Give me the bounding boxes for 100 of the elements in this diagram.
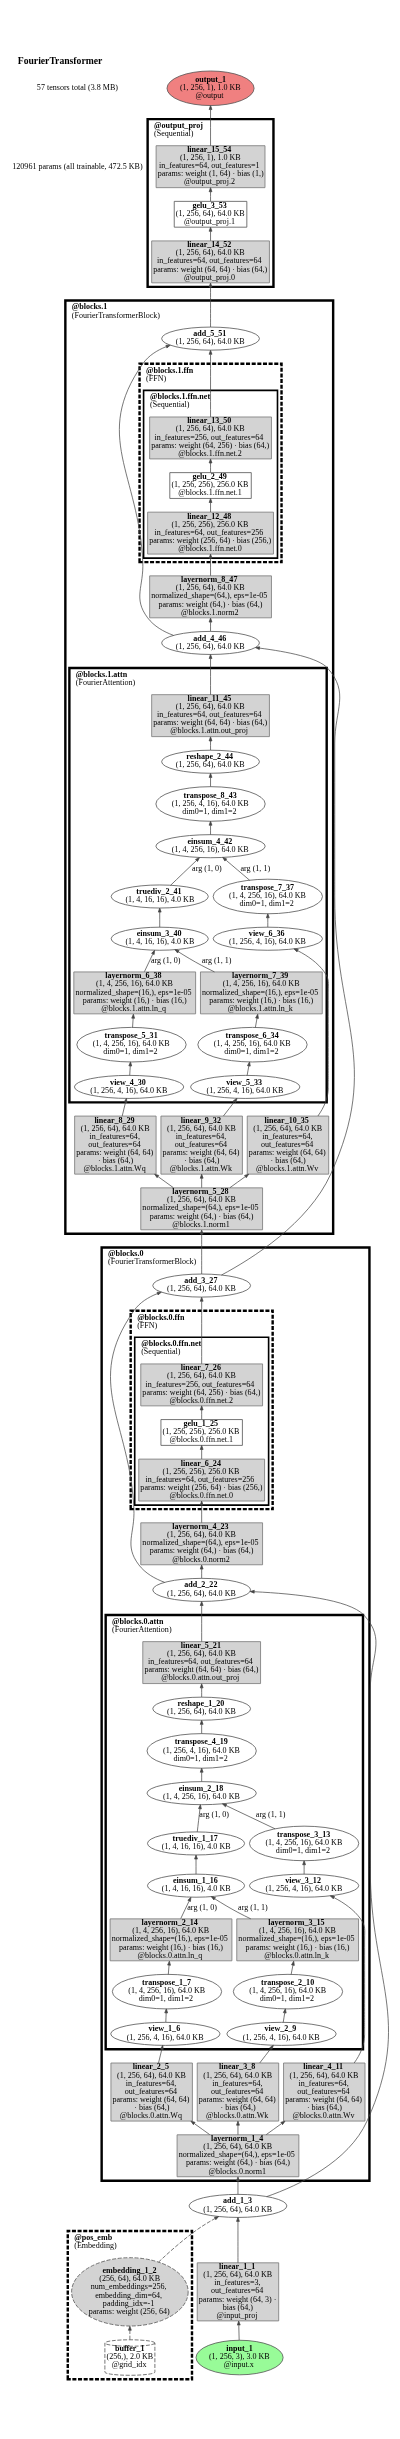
arrow <box>266 912 270 928</box>
node-box: linear_8_29 (1, 256, 64), 64.0 KB in_features=64, out_features=64 params: weight (64, 64) · bias (64,) @blocks.1.attn.Wq <box>74 1115 157 1175</box>
node-ellipse: transpose_4_19 (1, 256, 4, 16), 64.0 KB dim0=1, dim1=2 <box>146 1732 257 1769</box>
arrow <box>210 1895 252 1919</box>
node-ellipse: view_2_9 (1, 256, 4, 16), 64.0 KB <box>226 2021 337 2046</box>
arrow <box>119 344 174 636</box>
node-ellipse: transpose_2_10 (1, 4, 256, 16), 64.0 KB dim0=1, dim1=2 <box>232 1973 344 2009</box>
node-ellipse: truediv_2_41 (1, 4, 16, 16), 4.0 KB <box>110 884 209 908</box>
arrow <box>157 907 162 928</box>
arrow <box>236 2176 240 2195</box>
node-box: linear_15_54 (1, 256, 1), 1.0 KB in_features=64, out_features=1 params: weight (1, 64) · bias (1,) @output_proj.2 <box>155 144 266 188</box>
arrow <box>246 1061 251 1076</box>
arrow <box>199 1173 204 1188</box>
node-ellipse: view_1_6 (1, 256, 4, 16), 64.0 KB <box>110 2021 221 2046</box>
node-box: linear_11_45 (1, 256, 64), 64.0 KB in_features=64, out_features=64 params: weight (64, 64) · bias (64,) @blocks.1.attn.out_proj <box>151 693 270 737</box>
node-box: linear_7_26 (1, 256, 64), 64.0 KB in_features=256, out_features=64 params: weight (64, 256) · bias (64,) @blocks.0.ffn.net.2 <box>140 1363 263 1406</box>
arrow <box>167 1960 171 1975</box>
node-ellipse: truediv_1_17 (1, 4, 16, 16), 4.0 KB <box>147 1831 245 1855</box>
node-ellipse: input_1 (1, 256, 3), 3.0 KB @input.x <box>195 2339 284 2375</box>
node-box: layernorm_1_4 (1, 256, 64), 64.0 KB normalized_shape=(64,), eps=1e-05 params: weight (64,) · bias (64,) @blocks.0.norm1 <box>176 2133 300 2177</box>
node-box: linear_9_32 (1, 256, 64), 64.0 KB in_features=64, out_features=64 params: weight (64, 64) · bias (64,) @blocks.1.attn.Wk <box>160 1115 243 1175</box>
arrow <box>208 282 213 327</box>
arrow <box>236 2216 240 2263</box>
edge-label: arg (1, 1) <box>255 1809 286 1819</box>
arrow <box>208 617 213 632</box>
edge-label: arg (1, 1) <box>238 1902 268 1912</box>
node-box: linear_5_21 (1, 256, 64), 64.0 KB in_features=64, out_features=64 params: weight (64, 64) · bias (64,) @blocks.0.attn.out_proj <box>142 1640 261 1684</box>
diagram-title: FourierTransformer <box>17 54 103 66</box>
arrow <box>208 772 213 787</box>
arrow <box>208 349 213 417</box>
arrow <box>265 2120 286 2135</box>
arrow <box>131 1013 135 1028</box>
arrow <box>208 104 213 146</box>
node-box: layernorm_7_39 (1, 4, 256, 16), 64.0 KB normalized_shape=(16,), eps=1e-05 params: weight (16,) · bias (16,) @blocks.1.attn.ln_k <box>200 971 323 1014</box>
node-box: gelu_3_53 (1, 256, 64), 64.0 KB @output_proj.1 <box>173 200 248 228</box>
arrow <box>302 1859 306 1875</box>
arrow <box>199 1405 204 1420</box>
node-ellipse: add_2_22 (1, 256, 64), 64.0 KB <box>152 1577 251 1602</box>
node-box: linear_14_52 (1, 256, 64), 64.0 KB in_features=64, out_features=64 params: weight (64, 64) · bias (64,) @output_proj.0 <box>151 240 270 283</box>
arrow <box>196 1803 202 1832</box>
node-ellipse: transpose_6_34 (1, 4, 256, 16), 64.0 KB dim0=1, dim1=2 <box>197 1026 308 1062</box>
arrow <box>208 226 213 241</box>
arrow <box>259 2044 274 2063</box>
arrow <box>199 1719 204 1734</box>
node-ellipse: transpose_1_7 (1, 4, 256, 16), 64.0 KB dim0=1, dim1=2 <box>111 1973 223 2009</box>
arrow <box>208 736 213 751</box>
arrow <box>158 2044 164 2063</box>
arrow <box>293 948 329 1116</box>
arrow <box>199 1229 204 1274</box>
arrow <box>282 2008 287 2023</box>
node-box: layernorm_6_38 (1, 4, 256, 16), 64.0 KB normalized_shape=(16,), eps=1e-05 params: weight (16,) · bias (16,) @blocks.1.attn.ln_q <box>73 971 197 1014</box>
arrow <box>199 1564 204 1579</box>
arrow <box>208 186 213 201</box>
arrow <box>128 1061 133 1076</box>
node-box: linear_6_24 (1, 256, 256), 256.0 KB in_features=64, out_features=256 params: weight (256, 64) · bias (256,) @blocks.0.ffn.net.0 <box>138 1458 265 1501</box>
arrow <box>199 1682 204 1697</box>
arrow <box>221 645 355 1275</box>
edge-label: arg (1, 0) <box>199 1809 229 1819</box>
node-box: linear_3_8 (1, 256, 64), 64.0 KB in_features=64, out_features=64 params: weight (64, 64) · bias (64,) @blocks.0.attn.Wk <box>196 2062 280 2121</box>
node-ellipse: transpose_8_43 (1, 256, 4, 16), 64.0 KB dim0=1, dim1=2 <box>155 785 266 822</box>
arrow <box>223 1097 238 1116</box>
edge-label: arg (1, 0) <box>150 955 181 965</box>
arrow <box>208 820 213 835</box>
edge-label: arg (1, 1) <box>201 955 232 965</box>
arrow <box>144 949 155 972</box>
node-ellipse: reshape_2_44 (1, 256, 64), 64.0 KB <box>161 749 260 774</box>
arrow <box>199 1600 204 1642</box>
node-ellipse: output_1 (1, 256, 1), 1.0 KB @output <box>166 70 255 106</box>
arrow <box>229 1173 250 1188</box>
arrow <box>194 1854 198 1875</box>
node-ellipse: transpose_5_31 (1, 4, 256, 16), 64.0 KB dim0=1, dim1=2 <box>76 1026 187 1062</box>
node-ellipse: view_4_30 (1, 256, 4, 16), 64.0 KB <box>74 1074 185 1099</box>
arrow <box>154 1173 174 1188</box>
label: 57 tensors total (3.8 MB) <box>36 82 119 92</box>
arrow <box>208 653 213 695</box>
node-box: layernorm_2_14 (1, 4, 256, 16), 64.0 KB normalized_shape=(16,), eps=1e-05 params: weight (16,) · bias (16,) @blocks.0.attn.ln_q <box>109 1917 233 1961</box>
arrow <box>110 1291 165 1583</box>
node-box: linear_12_48 (1, 256, 256), 256.0 KB in_features=64, out_features=256 params: weight (256, 64) · bias (256,) @blocks.1.ffn.net.0 <box>147 511 274 554</box>
arrow <box>164 2008 168 2023</box>
node-ellipse: view_5_33 (1, 256, 4, 16), 64.0 KB <box>190 1074 301 1099</box>
arrow <box>128 2325 132 2340</box>
arrow <box>180 1896 192 1919</box>
node-box: layernorm_5_28 (1, 256, 64), 64.0 KB normalized_shape=(64,), eps=1e-05 params: weight (64,) · bias (64,) @blocks.1.norm1 <box>140 1186 263 1230</box>
node-box: linear_4_11 (1, 256, 64), 64.0 KB in_features=64, out_features=64 params: weight (64, 64) · bias (64,) @blocks.0.attn.Wv <box>283 2062 366 2121</box>
node-box: layernorm_8_47 (1, 256, 64), 64.0 KB normalized_shape=(64,), eps=1e-05 params: weight (64,) · bias (64,) @blocks.1.norm2 <box>149 574 272 618</box>
arrow <box>208 497 213 512</box>
node-ellipse: embedding_1_2 (256, 64), 64.0 KB num_embeddings=256, embedding_dim=64, padding_idx=-1 params: weight (256, 64) <box>71 2256 189 2326</box>
arrow <box>237 2320 241 2341</box>
arrow <box>174 948 215 972</box>
arrow <box>236 2120 240 2135</box>
node-box: gelu_2_49 (1, 256, 256), 256.0 KB @blocks.1.ffn.net.1 <box>169 471 252 499</box>
node-box: linear_1_1 (1, 256, 64), 64.0 KB in_features=3, out_features=64 params: weight (64, 3) · bias (64,) @input_proj <box>196 2261 280 2321</box>
arrow <box>329 1894 366 2063</box>
arrow <box>170 856 200 886</box>
node-ellipse: transpose_7_37 (1, 4, 256, 16), 64.0 KB dim0=1, dim1=2 <box>212 878 323 914</box>
arrow <box>199 1500 204 1523</box>
edge-label: arg (1, 0) <box>192 863 222 873</box>
arrow <box>158 2215 220 2262</box>
arrow <box>290 1960 295 1975</box>
node-box: gelu_1_25 (1, 256, 256), 256.0 KB @blocks.0.ffn.net.1 <box>160 1418 243 1446</box>
